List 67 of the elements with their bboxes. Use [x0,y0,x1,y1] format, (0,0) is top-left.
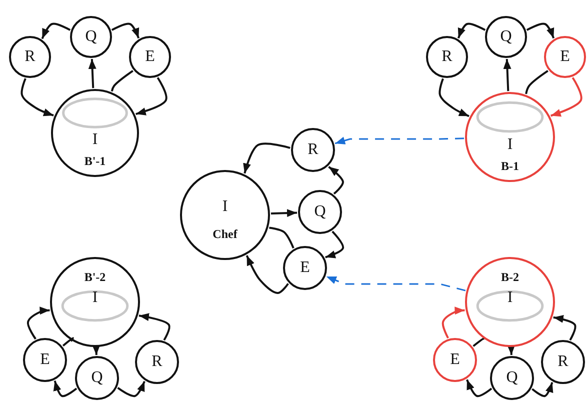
state-circle [298,190,342,234]
arrow [457,22,486,39]
state-letter: R [152,353,162,371]
arrow [270,209,298,218]
arrow [41,22,71,40]
state-circle [9,36,51,78]
state-circle [50,257,140,347]
state-letter: I [92,131,98,149]
arrow [550,77,582,117]
state-letter: E [40,351,50,369]
state-letter: E [145,48,155,66]
state-letter: I [222,198,228,216]
state-letter: Q [91,369,103,387]
node-label: B-1 [501,158,519,174]
state-circle [51,89,139,177]
state-letter: E [450,351,460,369]
state-circle [75,356,119,400]
state-letter: I [507,136,513,154]
state-letter: Q [506,369,518,387]
state-letter: R [24,48,36,66]
arrow [136,77,168,116]
node-label: Chef [212,226,238,242]
arrow [243,142,290,174]
state-circle [544,36,586,78]
arrow [326,276,466,292]
node-label: B'-1 [84,153,106,169]
node-label: B-2 [501,269,519,285]
state-letter: R [442,48,452,66]
arrow [526,22,555,39]
arrow [438,78,470,118]
arrow [88,58,96,88]
state-circle [541,340,585,384]
state-circle [135,340,179,384]
arrow [26,306,50,340]
arrow [503,58,512,92]
state-letter: Q [500,28,512,46]
arrow [442,306,465,339]
arrow [334,136,464,144]
arrow [325,230,344,258]
state-letter: I [507,289,513,307]
state-circle [283,246,327,290]
arrow [507,344,516,356]
arrow [20,78,54,116]
node-label: B'-2 [84,269,106,285]
arrow [111,22,140,39]
state-circle [291,128,335,172]
state-circle [465,92,555,182]
state-letter: E [300,259,310,277]
state-letter: R [308,141,318,159]
state-letter: E [560,48,570,66]
state-letter: Q [314,203,326,221]
arrow [92,344,100,356]
state-letter: Q [85,28,97,46]
arrow [117,380,146,398]
state-circle [70,16,112,58]
arrow [532,382,554,398]
state-circle [426,36,468,78]
state-circle [23,338,67,382]
arrow [328,166,344,194]
state-circle [129,36,171,78]
state-circle [465,257,555,347]
state-letter: I [92,289,98,307]
state-circle [180,170,270,260]
state-letter: R [558,353,568,371]
state-circle [485,16,527,58]
state-circle [490,356,534,400]
state-circle [433,338,477,382]
